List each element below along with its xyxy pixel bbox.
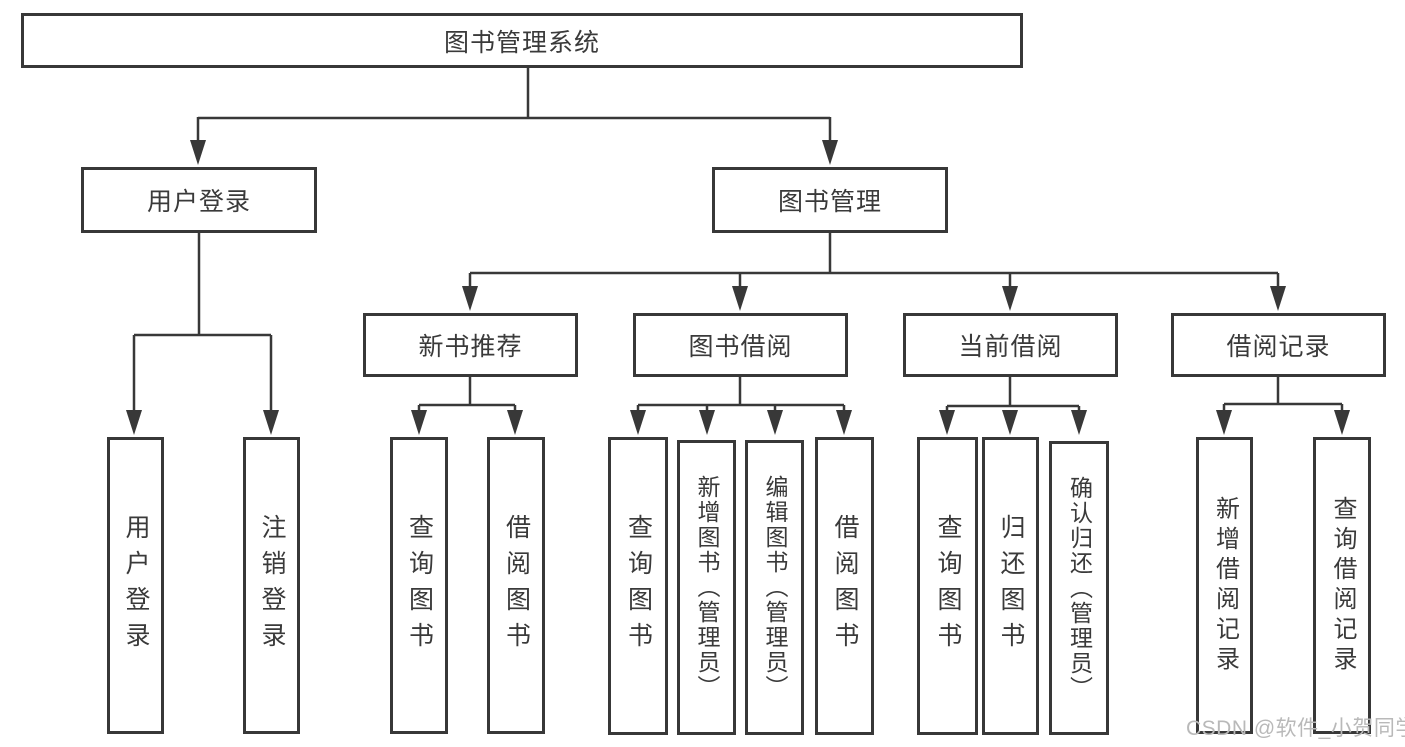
- leaf-logout: 注销登录: [243, 437, 300, 734]
- node-borrow-records-label: 借阅记录: [1226, 333, 1331, 361]
- leaf-borrow-books-recommend-label: 借阅图书: [502, 513, 531, 658]
- leaf-edit-book-admin-label: 编辑图书（管理员）: [762, 475, 788, 700]
- leaf-query-books-current-label: 查询图书: [934, 514, 962, 658]
- node-new-book-recommend: 新书推荐: [363, 313, 578, 377]
- leaf-user-login-label: 用户登录: [122, 513, 150, 658]
- leaf-confirm-return-admin-label: 确认归还（管理员）: [1066, 475, 1093, 701]
- node-user-login-label: 用户登录: [146, 188, 251, 216]
- connector-book-management: [468, 233, 1280, 288]
- leaf-add-book-admin-label: 新增图书（管理员）: [694, 475, 720, 700]
- node-book-borrow: 图书借阅: [633, 313, 848, 377]
- node-root-label: 图书管理系统: [443, 28, 600, 57]
- leaf-edit-book-admin: 编辑图书（管理员）: [745, 440, 804, 735]
- leaf-query-books-recommend: 查询图书: [390, 437, 448, 734]
- leaf-confirm-return-admin: 确认归还（管理员）: [1049, 441, 1109, 735]
- csdn-watermark: CSDN @软件_小贺同学: [1186, 717, 1405, 740]
- connector-borrow-records: [1222, 377, 1344, 412]
- leaf-borrow-books-recommend: 借阅图书: [487, 437, 545, 734]
- leaf-query-borrow-record: 查询借阅记录: [1313, 437, 1371, 734]
- node-book-borrow-label: 图书借阅: [688, 333, 793, 361]
- leaf-return-book: 归还图书: [982, 437, 1039, 735]
- connector-current-borrow: [945, 377, 1081, 412]
- leaf-borrow-books-borrow-label: 借阅图书: [831, 514, 859, 658]
- leaf-query-books-borrow-label: 查询图书: [624, 514, 653, 658]
- connector-root: [196, 68, 832, 142]
- leaf-query-borrow-record-label: 查询借阅记录: [1329, 495, 1356, 676]
- connector-new-book: [417, 377, 517, 412]
- node-new-book-recommend-label: 新书推荐: [418, 333, 523, 361]
- node-borrow-records: 借阅记录: [1171, 313, 1386, 377]
- connector-book-borrow: [636, 377, 846, 412]
- leaf-return-book-label: 归还图书: [997, 514, 1025, 658]
- node-book-management-label: 图书管理: [777, 188, 882, 216]
- leaf-query-books-recommend-label: 查询图书: [405, 513, 434, 658]
- node-root: 图书管理系统: [21, 13, 1023, 68]
- node-book-management: 图书管理: [712, 167, 948, 233]
- node-current-borrow: 当前借阅: [903, 313, 1118, 377]
- leaf-query-books-borrow: 查询图书: [608, 437, 668, 735]
- leaf-query-books-current: 查询图书: [917, 437, 978, 735]
- leaf-user-login: 用户登录: [107, 437, 164, 734]
- connector-user-login: [132, 233, 273, 412]
- leaf-logout-label: 注销登录: [258, 513, 286, 658]
- leaf-add-borrow-record: 新增借阅记录: [1196, 437, 1253, 734]
- leaf-add-borrow-record-label: 新增借阅记录: [1211, 495, 1239, 676]
- node-current-borrow-label: 当前借阅: [958, 333, 1063, 361]
- node-user-login: 用户登录: [81, 167, 317, 233]
- leaf-borrow-books-borrow: 借阅图书: [815, 437, 874, 735]
- leaf-add-book-admin: 新增图书（管理员）: [677, 440, 736, 735]
